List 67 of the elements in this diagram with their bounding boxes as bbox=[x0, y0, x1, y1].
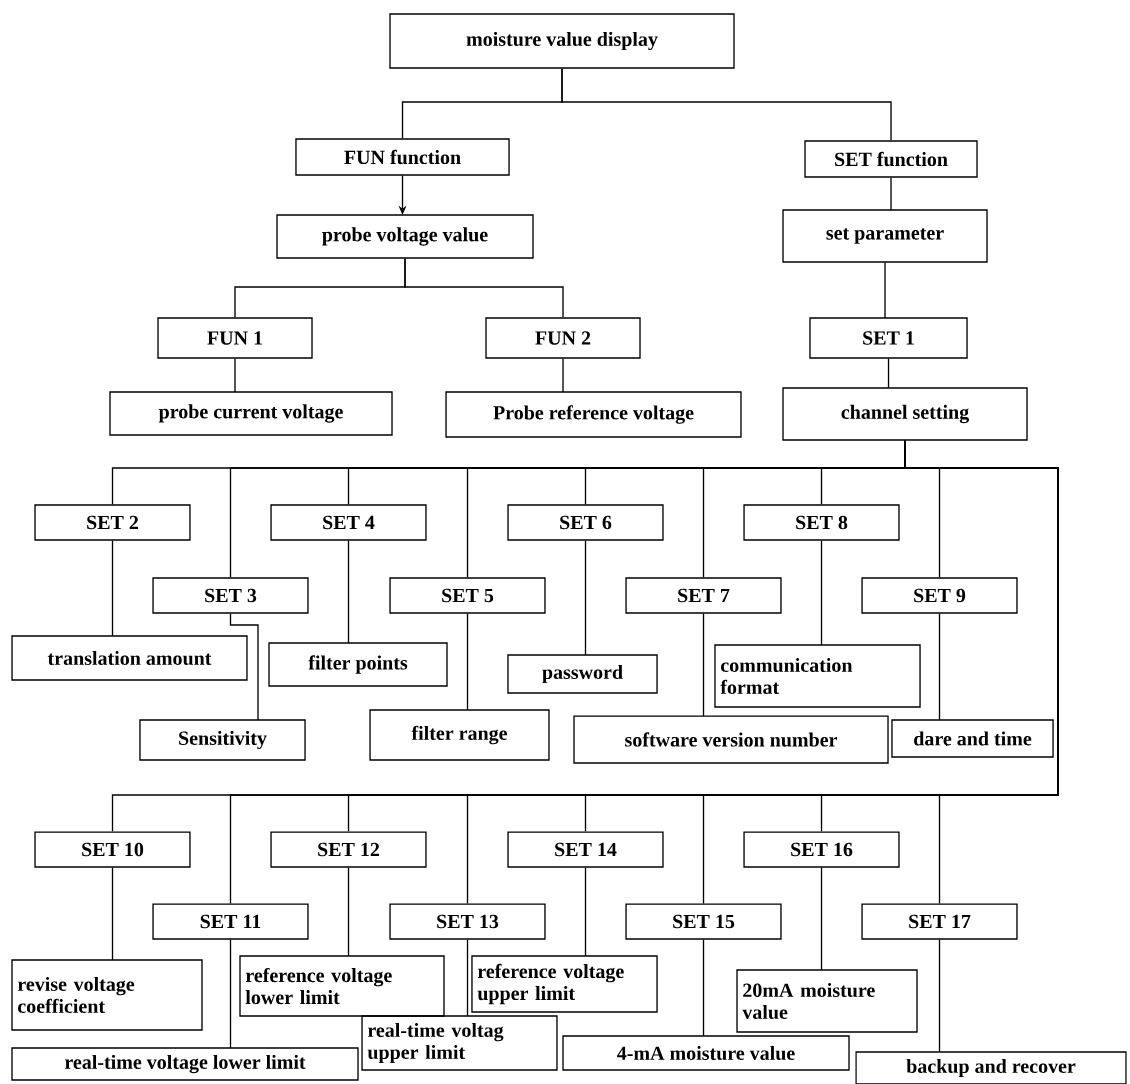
menu-box: SET 6 bbox=[507, 504, 664, 541]
connector-line bbox=[887, 358, 890, 389]
menu-box: channel setting bbox=[782, 387, 1028, 441]
menu-box: probe voltage value bbox=[276, 214, 534, 259]
connector-line bbox=[702, 612, 705, 717]
connector-line bbox=[466, 938, 469, 1017]
connector-line bbox=[561, 68, 892, 141]
menu-box: probe current voltage bbox=[109, 391, 393, 436]
menu-box: backup and recover bbox=[855, 1051, 1127, 1084]
connector-line bbox=[904, 440, 1059, 905]
connector-line bbox=[890, 177, 892, 211]
menu-box: SET 3 bbox=[152, 577, 309, 614]
menu-box: SET 2 bbox=[34, 504, 191, 541]
connector-line bbox=[884, 262, 886, 319]
menu-box: translation amount bbox=[11, 635, 248, 681]
connector-line bbox=[347, 867, 350, 957]
connector-line bbox=[234, 358, 236, 393]
connector-line bbox=[111, 867, 114, 961]
menu-box: real-time voltag upper limit bbox=[361, 1015, 558, 1071]
connector-line bbox=[466, 612, 469, 711]
menu-box: 20mA moisture value bbox=[736, 969, 918, 1033]
menu-box: SET 9 bbox=[861, 577, 1018, 614]
menu-box: SET 13 bbox=[389, 903, 546, 940]
menu-box: SET function bbox=[804, 140, 978, 178]
menu-box: reference voltage upper limit bbox=[471, 955, 658, 1013]
menu-box: real-time voltage lower limit bbox=[11, 1047, 359, 1081]
menu-box: Sensitivity bbox=[139, 719, 306, 761]
menu-box: revise voltage coefficient bbox=[11, 959, 203, 1031]
menu-box: FUN function bbox=[295, 138, 510, 176]
connector-line bbox=[584, 867, 587, 957]
menu-box: set parameter bbox=[782, 209, 988, 263]
connector-line bbox=[229, 938, 232, 1049]
menu-box: SET 1 bbox=[809, 317, 968, 359]
menu-box: software version number bbox=[573, 715, 889, 764]
menu-box: password bbox=[507, 654, 658, 694]
menu-box: SET 11 bbox=[152, 903, 309, 940]
menu-box: SET 16 bbox=[743, 831, 900, 868]
menu-box: SET 5 bbox=[389, 577, 546, 614]
menu-box: FUN 2 bbox=[485, 317, 641, 359]
connector-line bbox=[347, 539, 350, 644]
connector-line bbox=[938, 612, 941, 721]
menu-box: SET 8 bbox=[743, 504, 900, 541]
connector-line bbox=[404, 257, 564, 318]
menu-box: 4-mA moisture value bbox=[562, 1035, 850, 1071]
connector-line bbox=[820, 539, 823, 646]
menu-box: filter points bbox=[268, 642, 448, 687]
menu-box: filter range bbox=[369, 709, 550, 761]
menu-box: SET 7 bbox=[625, 577, 782, 614]
connector-line bbox=[702, 938, 705, 1037]
menu-box: SET 10 bbox=[34, 831, 191, 868]
connector-line bbox=[229, 612, 259, 721]
connector-line bbox=[111, 539, 114, 637]
connector-line bbox=[820, 867, 823, 971]
menu-box: SET 17 bbox=[861, 903, 1018, 940]
menu-box: reference voltage lower limit bbox=[239, 955, 445, 1017]
menu-box: FUN 1 bbox=[157, 317, 313, 359]
connector-line bbox=[562, 358, 564, 393]
menu-box: SET 4 bbox=[270, 504, 427, 541]
menu-box: communication format bbox=[714, 644, 921, 708]
menu-box: SET 12 bbox=[270, 831, 427, 868]
menu-box: Probe reference voltage bbox=[445, 391, 742, 438]
menu-box: dare and time bbox=[891, 719, 1054, 758]
menu-box: SET 14 bbox=[507, 831, 664, 868]
connector-line bbox=[938, 938, 941, 1053]
menu-box: SET 15 bbox=[625, 903, 782, 940]
menu-box: moisture value display bbox=[389, 13, 735, 69]
connector-line bbox=[584, 539, 587, 656]
